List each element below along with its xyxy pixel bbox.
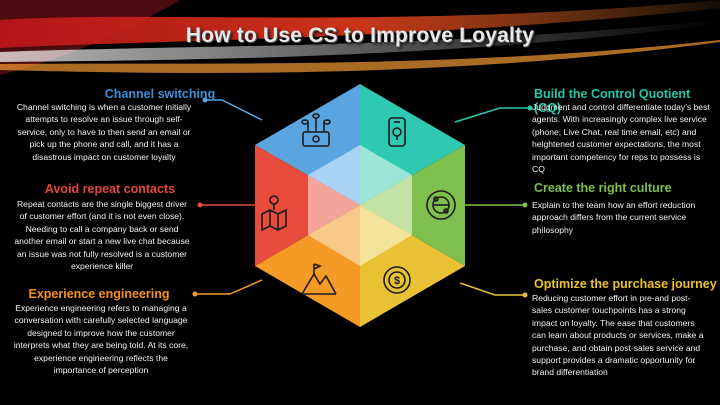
- line: experience engineering reflects the: [34, 352, 168, 363]
- line: can learn about products or services, ma…: [532, 330, 704, 341]
- line: important competency for reps to possess…: [532, 151, 701, 162]
- text-build-control-quotient: Judgment and control differentiate today…: [532, 101, 720, 175]
- heading-build-control-quotient: Build the Control Quotient (CQ): [534, 87, 691, 115]
- line: approach differs from the current servic…: [532, 212, 687, 223]
- line: Explain to the team how an effort reduct…: [532, 200, 696, 210]
- svg-text:$: $: [394, 275, 400, 287]
- line: sales customer touchpoints has a strong: [532, 305, 686, 316]
- text-experience-engineering: Experience engineering refers to managin…: [4, 302, 198, 376]
- text-channel-switching: Channel switching is when a customer ini…: [4, 101, 204, 163]
- line: disastrous impact on customer loyalty: [32, 151, 176, 162]
- line: importance of perception: [53, 365, 149, 376]
- line: service, only to have to then send an em…: [17, 126, 191, 137]
- line: impact on loyalty. The ease that custome…: [532, 317, 695, 328]
- line: Needing to call a company back or send: [25, 223, 179, 234]
- line: Judgment and control differentiate today…: [532, 102, 710, 112]
- header-swoosh: [0, 0, 720, 75]
- page-title: How to Use CS to Improve Loyalty: [185, 24, 535, 47]
- line: conversation with carefully selected lan…: [14, 315, 188, 326]
- line: (phone, Live Chat, real time email, etc)…: [532, 126, 697, 137]
- heading-avoid-repeat-contacts: Avoid repeat contacts: [44, 182, 176, 196]
- line: Experience engineering refers to managin…: [15, 303, 187, 313]
- text-create-right-culture: Explain to the team how an effort reduct…: [532, 199, 720, 236]
- line: purchase, and obtain post-sales service …: [532, 342, 701, 353]
- mountain-flag-icon: [301, 263, 337, 295]
- segment-red: [255, 145, 360, 266]
- line: heightened customer expectations, the mo…: [532, 139, 701, 150]
- heading-channel-switching: Channel switching: [104, 87, 216, 101]
- dollar-cycle-icon: $: [383, 266, 411, 294]
- line: Channel switching is when a customer ini…: [16, 102, 192, 112]
- line: interprets what they are being told. At …: [13, 340, 189, 351]
- heading-optimize-purchase-journey: Optimize the purchase journey: [534, 277, 717, 291]
- line: philosophy: [532, 224, 574, 235]
- line: another email or start a new live chat b…: [14, 236, 190, 247]
- line: Repeat contacts are the single biggest d…: [16, 199, 188, 209]
- line: Reducing customer effort in pre-and post…: [532, 293, 691, 303]
- mobile-idea-icon: [388, 117, 406, 147]
- line: designed to improve how the customer: [27, 327, 175, 338]
- heading-experience-engineering: Experience engineering: [28, 287, 170, 301]
- line: pick up the phone and call, and it has a: [29, 139, 179, 150]
- text-optimize-purchase-journey: Reducing customer effort in pre-and post…: [532, 292, 720, 379]
- map-location-icon: [261, 195, 287, 232]
- segment-green: [360, 145, 465, 266]
- line: an issue was not fully resolved is a cus…: [16, 248, 188, 259]
- line: CQ: [532, 164, 545, 175]
- text-avoid-repeat-contacts: Repeat contacts are the single biggest d…: [4, 198, 200, 272]
- line: support provides a dramatic opportunity …: [532, 355, 696, 366]
- line: attempts to resolve an issue through sel…: [25, 114, 183, 125]
- line: brand differentiation: [532, 367, 608, 378]
- line: agents. With increasingly complex live s…: [532, 114, 707, 125]
- line: experience killer: [70, 261, 134, 272]
- line: of customer effort (and it is not even c…: [19, 211, 185, 222]
- team-globe-icon: [426, 190, 456, 220]
- money-plant-icon: [301, 113, 331, 147]
- heading-create-right-culture: Create the right culture: [534, 181, 672, 195]
